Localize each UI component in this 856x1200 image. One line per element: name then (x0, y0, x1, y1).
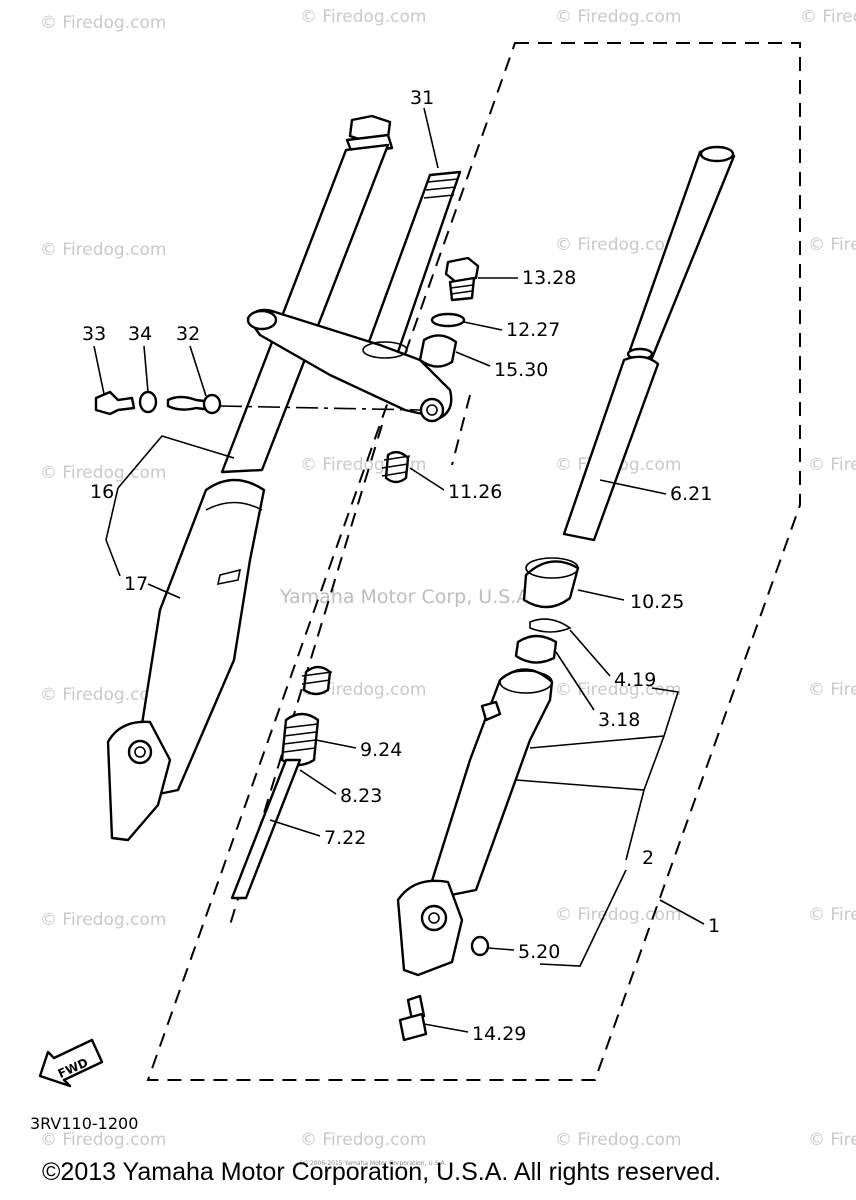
part-labels: 31 33 34 32 13.28 12.27 15.30 11.26 16 1… (82, 87, 720, 1045)
label-5-20: 5.20 (518, 941, 560, 963)
label-2: 2 (642, 847, 654, 869)
damper-rod-springs (230, 450, 411, 900)
watermark: © Firedog.com (40, 685, 166, 705)
label-17: 17 (124, 573, 148, 595)
label-31: 31 (410, 87, 434, 109)
label-14-29: 14.29 (472, 1023, 526, 1045)
watermark: © Firedog.com (300, 7, 426, 27)
label-13-28: 13.28 (522, 267, 576, 289)
label-33: 33 (82, 323, 106, 345)
watermark: © Firedog.com (40, 910, 166, 930)
label-3-18: 3.18 (598, 709, 640, 731)
label-15-30: 15.30 (494, 359, 548, 381)
tiny-note: (c) 2006-2015 Yamaha Motor Corporation, … (300, 1160, 447, 1167)
watermark: © Firedog.com (555, 1130, 681, 1150)
watermark: © Firedog.com (808, 680, 856, 700)
watermark: © Firedog.com (800, 7, 856, 27)
watermark: © Firedog.com (555, 680, 681, 700)
leader-lines (93, 107, 705, 1033)
watermark: © Firedog.com (555, 235, 681, 255)
label-12-27: 12.27 (506, 319, 560, 341)
watermark: © Firedog.com (555, 905, 681, 925)
pinch-bolt-parts (94, 390, 421, 416)
right-fork-assembly (396, 145, 736, 1042)
label-7-22: 7.22 (324, 827, 366, 849)
watermark: © Firedog.com (808, 1130, 856, 1150)
watermark: © Firedog.com (40, 240, 166, 260)
watermark: © Firedog.com (40, 1130, 166, 1150)
watermark: © Firedog.com (808, 905, 856, 925)
label-16: 16 (90, 481, 114, 503)
label-1: 1 (708, 915, 720, 937)
label-6-21: 6.21 (670, 483, 712, 505)
label-34: 34 (128, 323, 152, 345)
watermark: © Firedog.com (808, 235, 856, 255)
label-8-23: 8.23 (340, 785, 382, 807)
label-9-24: 9.24 (360, 739, 402, 761)
lower-bracket-steering-stem (246, 170, 462, 423)
copyright-notice: ©2013 Yamaha Motor Corporation, U.S.A. A… (42, 1158, 721, 1186)
watermark: © Firedog.com (555, 7, 681, 27)
label-4-19: 4.19 (614, 669, 656, 691)
center-watermark: Yamaha Motor Corp, U.S.A. (279, 586, 535, 608)
label-32: 32 (176, 323, 200, 345)
watermark: © Firedog.com (300, 1130, 426, 1150)
watermark: © Firedog.com (40, 13, 166, 33)
cap-bolt-oring-spacer (418, 256, 480, 368)
left-fork-assembly (106, 114, 394, 842)
watermark: © Firedog.com (300, 680, 426, 700)
fwd-arrow-icon: FWD (38, 1038, 104, 1088)
label-11-26: 11.26 (448, 481, 502, 503)
watermark: © Firedog.com (808, 455, 856, 475)
diagram-code: 3RV110-1200 (30, 1114, 139, 1133)
watermark: © Firedog.com (40, 463, 166, 483)
label-10-25: 10.25 (630, 591, 684, 613)
assembly-boundary (146, 42, 801, 1081)
